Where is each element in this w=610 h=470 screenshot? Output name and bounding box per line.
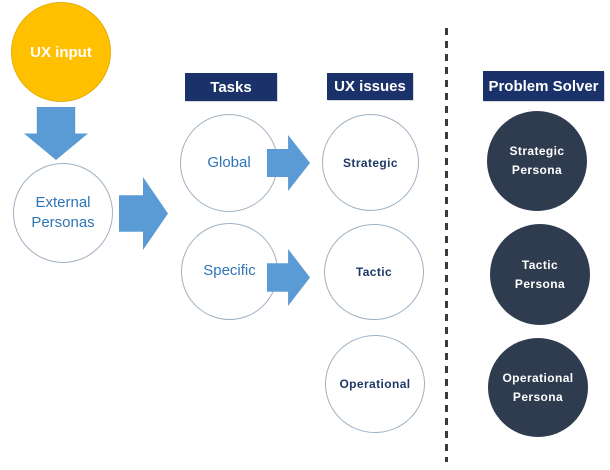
ux-issues-header-label: UX issues <box>334 78 406 95</box>
tactic-persona-circle: Tactic Persona <box>490 224 590 325</box>
tactic-issue-circle: Tactic <box>324 224 424 320</box>
dashed-separator <box>445 28 448 462</box>
tasks-header: Tasks <box>185 73 277 101</box>
ux-issues-header: UX issues <box>327 73 413 100</box>
strategic-persona-circle: Strategic Persona <box>487 111 587 211</box>
specific-task-label: Specific <box>203 262 256 280</box>
operational-issue-label: Operational <box>339 377 411 391</box>
strategic-issue-label: Strategic <box>343 155 398 170</box>
ux-input-label: UX input <box>30 43 92 61</box>
tactic-persona-label: Tactic Persona <box>514 257 566 291</box>
specific-task-circle: Specific <box>181 223 278 320</box>
strategic-issue-circle: Strategic <box>322 114 419 211</box>
strategic-persona-label: Strategic Persona <box>509 144 565 177</box>
global-task-label: Global <box>207 153 251 171</box>
external-personas-circle: External Personas <box>13 163 113 263</box>
problem-solver-header: Problem Solver <box>483 71 604 101</box>
global-task-circle: Global <box>180 114 278 212</box>
operational-persona-label: Operational Persona <box>502 370 574 404</box>
ux-input-circle: UX input <box>11 2 111 102</box>
tactic-issue-label: Tactic <box>355 265 393 279</box>
arrow-right-icon <box>119 177 168 250</box>
operational-issue-circle: Operational <box>325 335 425 433</box>
problem-solver-header-label: Problem Solver <box>488 77 599 95</box>
operational-persona-circle: Operational Persona <box>488 338 588 437</box>
arrow-down-icon <box>24 107 88 160</box>
tasks-header-label: Tasks <box>210 78 252 96</box>
external-personas-label: External Personas <box>31 193 95 231</box>
